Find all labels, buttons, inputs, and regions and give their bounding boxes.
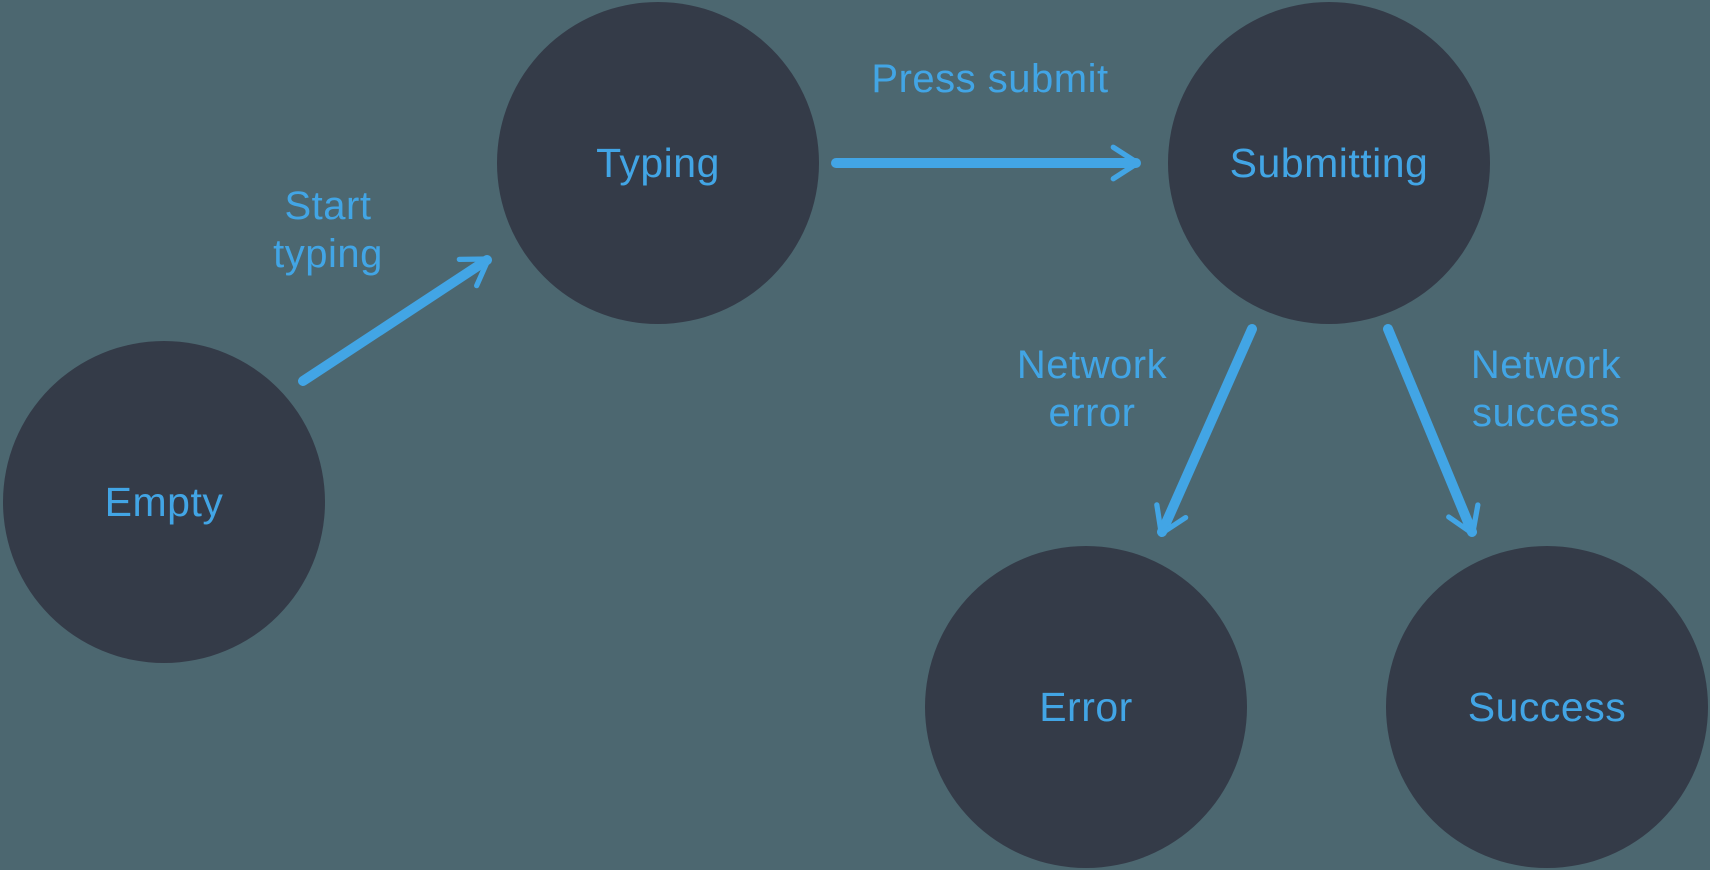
edge-empty-typing-arrow xyxy=(298,255,492,386)
state-node-success: Success xyxy=(1386,546,1708,868)
state-label-submitting: Submitting xyxy=(1229,139,1429,186)
state-label-typing: Typing xyxy=(596,139,720,186)
state-node-error: Error xyxy=(925,546,1247,868)
state-label-error: Error xyxy=(1039,683,1133,730)
state-label-success: Success xyxy=(1467,683,1627,730)
state-label-empty: Empty xyxy=(104,478,224,525)
edge-label-start-typing: Start typing xyxy=(273,184,383,276)
state-node-typing: Typing xyxy=(497,2,819,324)
edge-label-network-success: Network success xyxy=(1470,343,1622,435)
edge-label-network-error: Network error xyxy=(1016,343,1168,435)
edge-label-press-submit: Press submit xyxy=(871,57,1109,101)
state-node-submitting: Submitting xyxy=(1168,2,1490,324)
state-node-empty: Empty xyxy=(3,341,325,663)
